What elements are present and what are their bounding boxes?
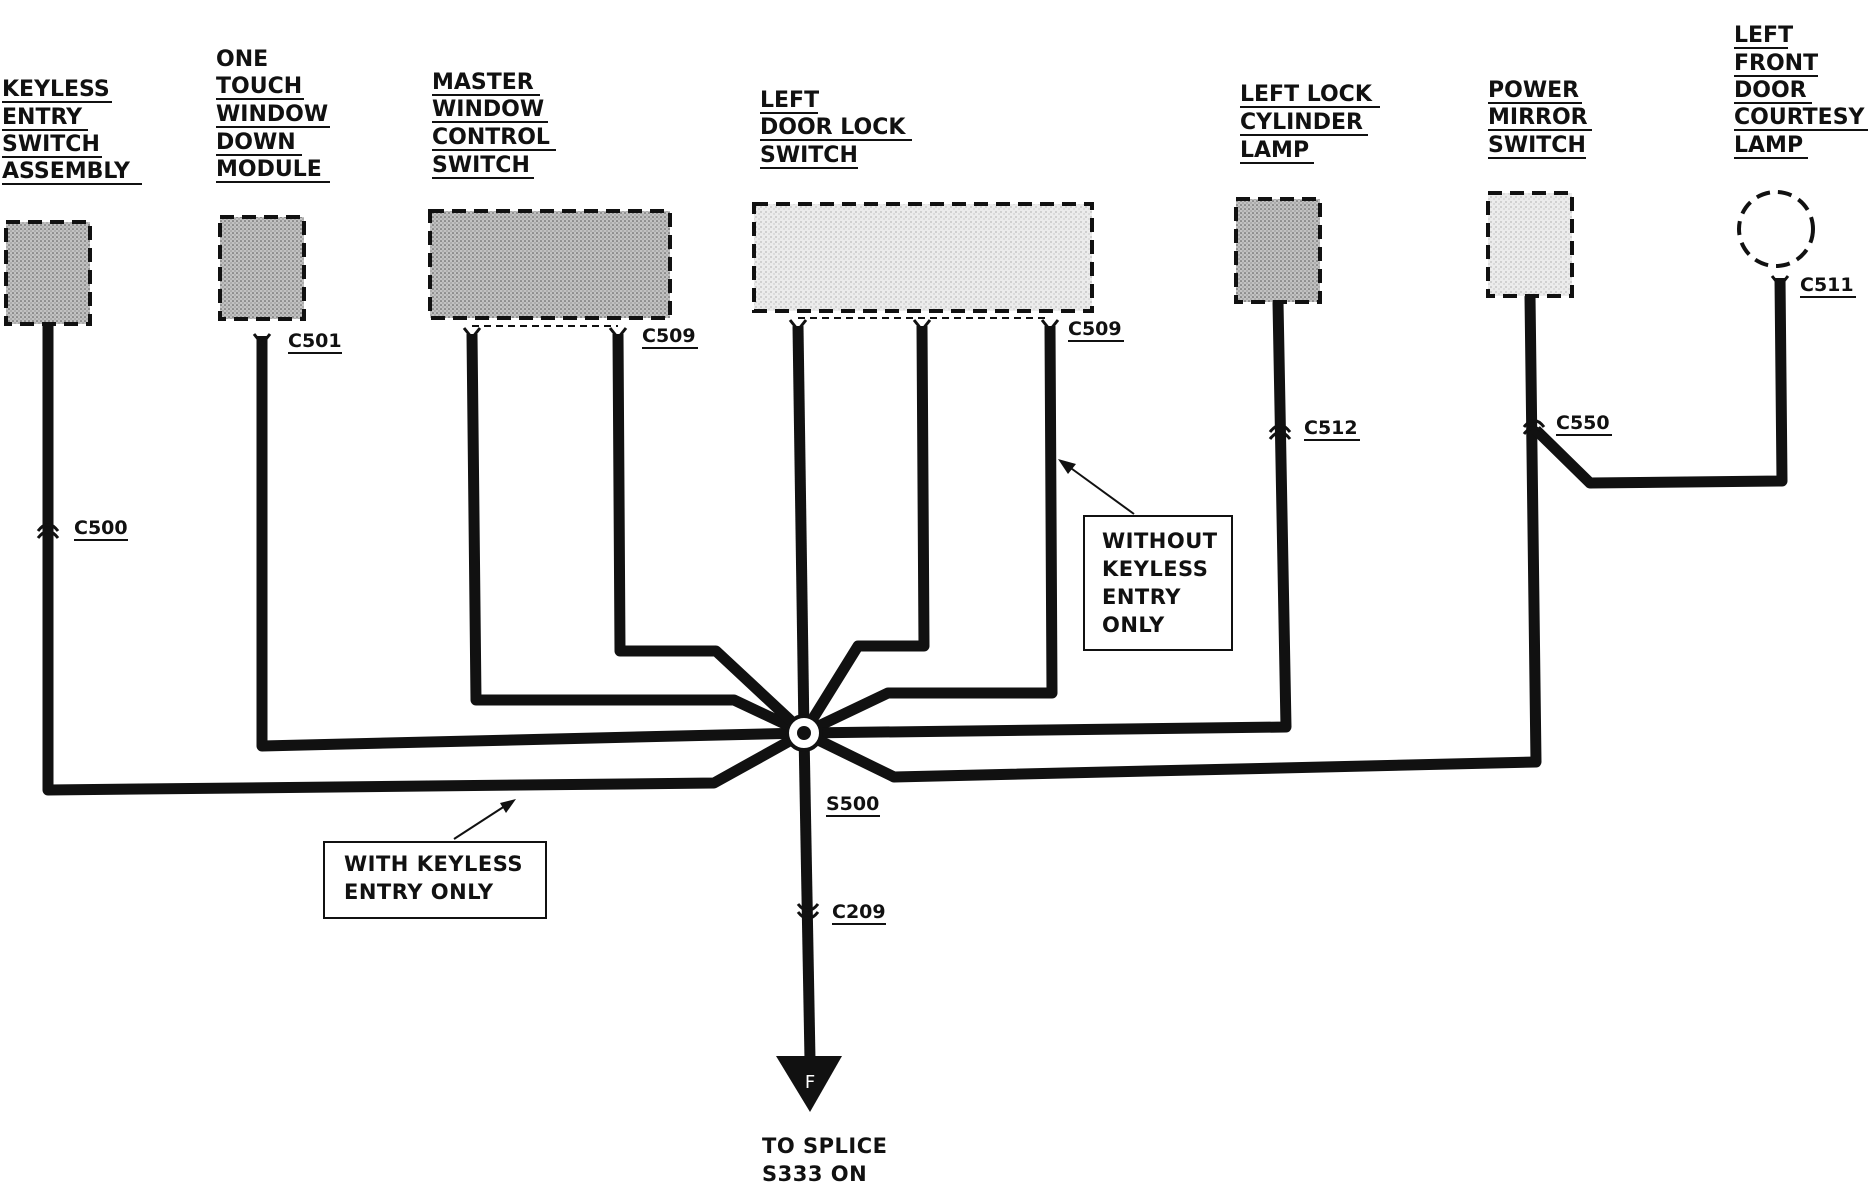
svg-text:MIRROR: MIRROR	[1488, 105, 1588, 130]
c501-label: C501	[288, 330, 342, 352]
svg-text:S333 ON: S333 ON	[762, 1162, 867, 1184]
wire-ground-trunk	[798, 732, 816, 1061]
wire-door-lock-1	[792, 325, 810, 734]
c512-label: C512	[1304, 417, 1358, 439]
svg-text:FRONT: FRONT	[1734, 51, 1818, 76]
svg-text:POWER: POWER	[1488, 78, 1579, 103]
keyless-entry-switch-label: KEYLESS ENTRY SWITCH ASSEMBLY	[2, 77, 142, 185]
svg-text:SWITCH: SWITCH	[760, 143, 858, 168]
left-front-door-courtesy-lamp-label: LEFT FRONT DOOR COURTESY LAMP	[1734, 23, 1868, 159]
svg-text:SWITCH: SWITCH	[1488, 133, 1586, 158]
svg-text:KEYLESS: KEYLESS	[2, 77, 110, 102]
master-window-switch-box	[428, 209, 672, 320]
c511-label: C511	[1800, 274, 1854, 296]
splice-s500-dot	[797, 726, 811, 740]
c209-label: C209	[832, 901, 886, 923]
svg-text:WITH KEYLESS: WITH KEYLESS	[344, 852, 523, 876]
svg-text:CYLINDER: CYLINDER	[1240, 110, 1363, 135]
with-keyless-note: WITH KEYLESS ENTRY ONLY	[323, 799, 547, 919]
svg-text:ONLY: ONLY	[1102, 613, 1165, 637]
s500-label: S500	[826, 793, 879, 815]
svg-text:LAMP: LAMP	[1734, 133, 1803, 158]
wire-door-lock-3	[801, 325, 1058, 738]
svg-text:LEFT LOCK: LEFT LOCK	[1240, 82, 1373, 107]
wire-lock-cylinder-lamp	[803, 301, 1292, 739]
svg-text:LEFT: LEFT	[1734, 23, 1793, 48]
left-door-lock-switch-box	[752, 202, 1094, 313]
c509-master-label: C509	[642, 325, 696, 347]
wire-power-mirror	[801, 295, 1542, 783]
wires	[42, 277, 1788, 1061]
ground-arrow: F	[776, 1056, 842, 1112]
wire-master-1	[466, 333, 807, 738]
wire-master-2	[612, 333, 808, 738]
svg-text:DOOR LOCK: DOOR LOCK	[760, 115, 906, 140]
keyless-entry-switch-box	[4, 220, 92, 326]
svg-text:ENTRY: ENTRY	[2, 105, 83, 130]
one-touch-module-box	[218, 215, 306, 321]
left-door-lock-switch-label: LEFT DOOR LOCK SWITCH	[760, 88, 912, 169]
svg-text:SWITCH: SWITCH	[432, 153, 530, 178]
svg-text:ENTRY: ENTRY	[1102, 585, 1181, 609]
connector-labels: C500 C501 C509 C509 C512 C550 C511 S500 …	[74, 274, 1856, 925]
ground-symbol-label: F	[805, 1072, 815, 1093]
power-mirror-switch-box	[1486, 191, 1574, 298]
svg-text:TOUCH: TOUCH	[216, 74, 302, 99]
wire-door-lock-2	[799, 325, 930, 736]
wire-one-touch	[256, 336, 805, 752]
c509-door-label: C509	[1068, 318, 1122, 340]
one-touch-window-down-module-label: ONE TOUCH WINDOW DOWN MODULE	[216, 47, 330, 183]
svg-text:WINDOW: WINDOW	[216, 102, 328, 127]
courtesy-lamp-circle	[1737, 190, 1815, 268]
wire-keyless-entry	[42, 324, 807, 796]
left-lock-cylinder-lamp-label: LEFT LOCK CYLINDER LAMP	[1240, 82, 1380, 164]
power-mirror-switch-label: POWER MIRROR SWITCH	[1488, 78, 1592, 159]
svg-text:LEFT: LEFT	[760, 88, 819, 113]
svg-text:WINDOW: WINDOW	[432, 97, 544, 122]
svg-text:KEYLESS: KEYLESS	[1102, 557, 1208, 581]
svg-text:DOWN: DOWN	[216, 130, 296, 155]
svg-text:ENTRY ONLY: ENTRY ONLY	[344, 880, 494, 904]
c550-label: C550	[1556, 412, 1610, 434]
svg-text:CONTROL: CONTROL	[432, 125, 550, 150]
left-lock-cylinder-lamp-box	[1234, 197, 1322, 304]
svg-text:ONE: ONE	[216, 47, 268, 72]
wire-courtesy-lamp	[1532, 277, 1788, 489]
splice-caption: TO SPLICE S333 ON	[762, 1134, 887, 1184]
svg-text:COURTESY: COURTESY	[1734, 105, 1866, 130]
svg-text:DOOR: DOOR	[1734, 78, 1807, 103]
svg-text:WITHOUT: WITHOUT	[1102, 529, 1218, 553]
svg-text:ASSEMBLY: ASSEMBLY	[2, 159, 131, 184]
connector-symbols	[36, 275, 1790, 920]
svg-text:TO SPLICE: TO SPLICE	[762, 1134, 887, 1158]
svg-text:LAMP: LAMP	[1240, 138, 1309, 163]
c500-label: C500	[74, 517, 128, 539]
svg-text:MASTER: MASTER	[432, 70, 534, 95]
without-keyless-note: WITHOUT KEYLESS ENTRY ONLY	[1058, 459, 1233, 651]
svg-text:MODULE: MODULE	[216, 157, 322, 182]
svg-text:SWITCH: SWITCH	[2, 132, 100, 157]
master-window-control-switch-label: MASTER WINDOW CONTROL SWITCH	[432, 70, 556, 179]
